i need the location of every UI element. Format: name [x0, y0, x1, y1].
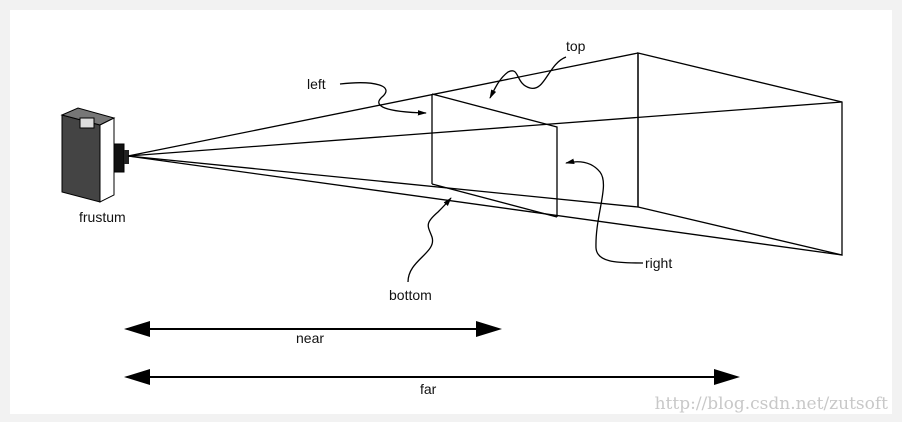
frustum-edges	[127, 52, 843, 256]
camera-label: frustum	[79, 209, 126, 225]
left-label: left	[307, 76, 326, 92]
far-label: far	[420, 381, 437, 397]
top-pointer-arrow	[489, 56, 567, 99]
watermark-text: http://blog.csdn.net/zutsoft	[655, 394, 889, 414]
diagram-canvas	[10, 10, 892, 414]
top-label: top	[566, 38, 586, 54]
camera-icon	[60, 107, 129, 203]
right-pointer-arrow	[565, 158, 644, 264]
left-pointer-arrow	[339, 82, 427, 116]
bottom-label: bottom	[389, 287, 432, 303]
bottom-pointer-arrow	[407, 197, 452, 283]
far-plane	[637, 52, 843, 256]
near-distance-arrow	[124, 321, 502, 337]
near-plane	[431, 93, 558, 218]
right-label: right	[645, 255, 672, 271]
near-label: near	[296, 330, 324, 346]
far-distance-arrow	[124, 369, 740, 385]
